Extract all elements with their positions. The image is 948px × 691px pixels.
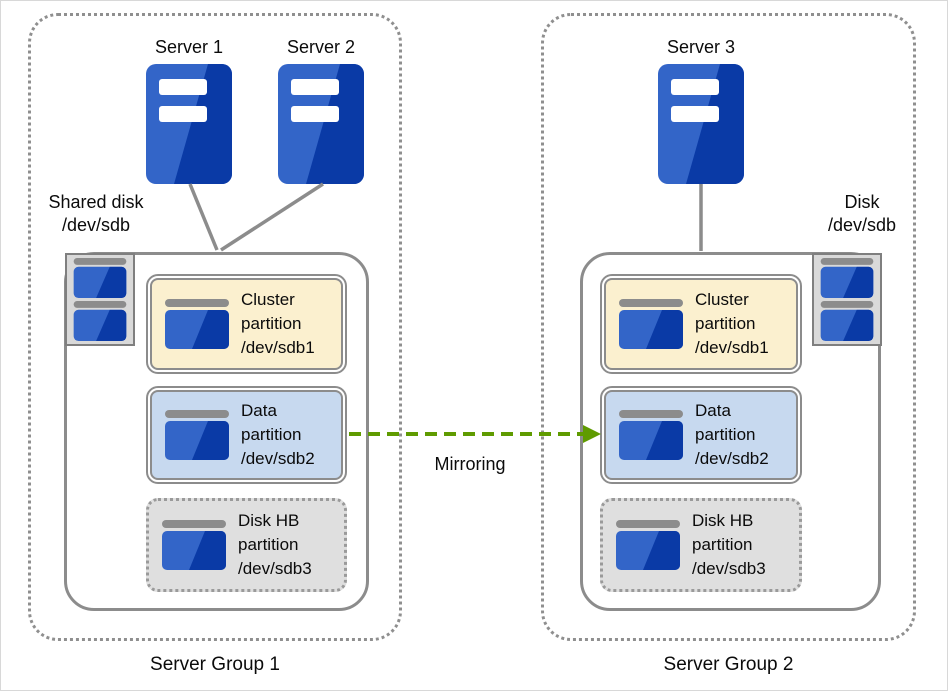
partition-label-line: Cluster xyxy=(695,290,749,309)
partition-label-line: /dev/sdb1 xyxy=(241,338,315,357)
disk-unit-icon xyxy=(820,301,874,341)
server-group-1-boundary xyxy=(28,13,402,641)
server-1-icon xyxy=(146,64,232,184)
partition-label-line: Disk HB xyxy=(692,511,754,530)
shared-disk-icon-group1 xyxy=(65,253,135,346)
diskhb-partition-group1-body: Disk HB partition /dev/sdb3 xyxy=(149,501,344,589)
disk-caption-group2: Disk /dev/sdb xyxy=(802,191,922,237)
disk-caption-group2-line2: /dev/sdb xyxy=(827,215,897,235)
disk-unit-icon xyxy=(820,258,874,298)
cluster-partition-group1-body: Cluster partition /dev/sdb1 xyxy=(150,278,343,370)
server-group-1-label: Server Group 1 xyxy=(150,654,280,675)
data-partition-group1: Data partition /dev/sdb2 xyxy=(146,386,347,484)
data-partition-group2-body: Data partition /dev/sdb2 xyxy=(604,390,798,480)
partition-label-line: /dev/sdb3 xyxy=(238,559,312,578)
server-group-2-label: Server Group 2 xyxy=(663,654,794,675)
cluster-partition-group2-body: Cluster partition /dev/sdb1 xyxy=(604,278,798,370)
partition-label-line: Cluster xyxy=(241,290,295,309)
mirroring-label: Mirroring xyxy=(434,454,506,474)
data-partition-group1-body: Data partition /dev/sdb2 xyxy=(150,390,343,480)
data-partition-group2: Data partition /dev/sdb2 xyxy=(600,386,802,484)
disk-icon xyxy=(165,299,229,349)
partition-label-line: Data xyxy=(241,401,277,420)
data-partition-group2-label: Data partition /dev/sdb2 xyxy=(695,399,769,471)
shared-disk-caption-line2: /dev/sdb xyxy=(61,215,131,235)
server-1-label: Server 1 xyxy=(154,37,224,57)
partition-label-line: /dev/sdb1 xyxy=(695,338,769,357)
server-group-2-boundary xyxy=(541,13,916,641)
diskhb-partition-group2-body: Disk HB partition /dev/sdb3 xyxy=(603,501,799,589)
cluster-partition-group2: Cluster partition /dev/sdb1 xyxy=(600,274,802,374)
diskhb-partition-group1-label: Disk HB partition /dev/sdb3 xyxy=(238,509,312,581)
cluster-partition-group1: Cluster partition /dev/sdb1 xyxy=(146,274,347,374)
data-partition-group1-label: Data partition /dev/sdb2 xyxy=(241,399,315,471)
server-3-icon xyxy=(658,64,744,184)
diskhb-partition-group2: Disk HB partition /dev/sdb3 xyxy=(600,498,802,592)
partition-label-line: /dev/sdb2 xyxy=(695,449,769,468)
disk-unit-icon xyxy=(73,301,127,341)
cluster-partition-group1-label: Cluster partition /dev/sdb1 xyxy=(241,288,315,360)
partition-label-line: partition xyxy=(241,314,302,333)
cluster-partition-group2-label: Cluster partition /dev/sdb1 xyxy=(695,288,769,360)
partition-label-line: partition xyxy=(695,314,756,333)
shared-disk-caption: Shared disk /dev/sdb xyxy=(36,191,156,237)
shared-disk-caption-line1: Shared disk xyxy=(48,192,144,212)
disk-icon xyxy=(165,410,229,460)
disk-unit-icon xyxy=(73,258,127,298)
disk-icon xyxy=(619,410,683,460)
server-3-label: Server 3 xyxy=(666,37,736,57)
partition-label-line: /dev/sdb2 xyxy=(241,449,315,468)
partition-label-line: partition xyxy=(695,425,756,444)
server-2-icon xyxy=(278,64,364,184)
server-2-label: Server 2 xyxy=(286,37,356,57)
disk-icon xyxy=(616,520,680,570)
disk-icon xyxy=(162,520,226,570)
disk-icon xyxy=(619,299,683,349)
diskhb-partition-group1: Disk HB partition /dev/sdb3 xyxy=(146,498,347,592)
partition-label-line: Data xyxy=(695,401,731,420)
disk-caption-group2-line1: Disk xyxy=(844,192,880,212)
partition-label-line: partition xyxy=(692,535,753,554)
partition-label-line: partition xyxy=(238,535,299,554)
disk-icon-group2 xyxy=(812,253,882,346)
diskhb-partition-group2-label: Disk HB partition /dev/sdb3 xyxy=(692,509,766,581)
partition-label-line: Disk HB xyxy=(238,511,300,530)
partition-label-line: partition xyxy=(241,425,302,444)
partition-label-line: /dev/sdb3 xyxy=(692,559,766,578)
